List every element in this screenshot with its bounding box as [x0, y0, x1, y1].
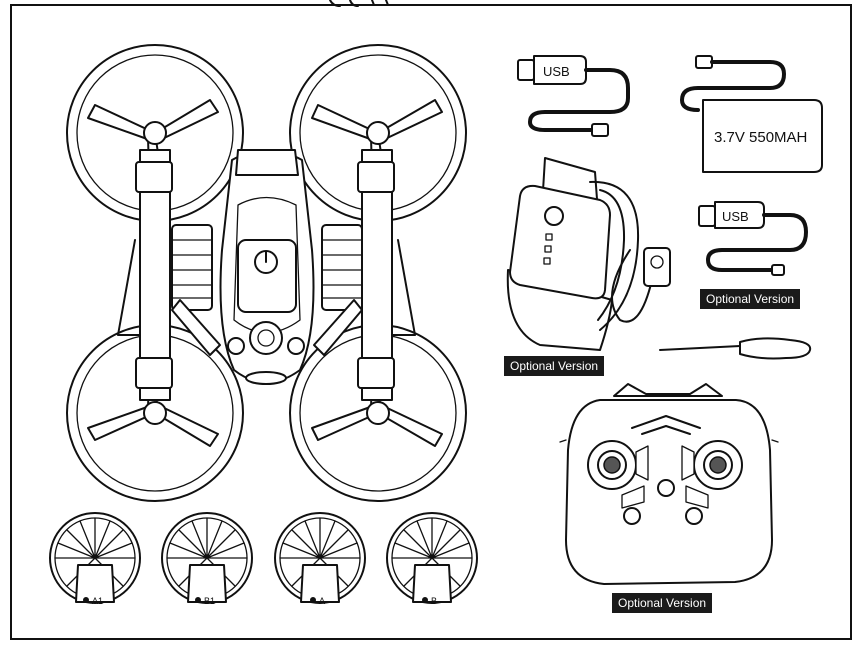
blade-label-b: B	[431, 596, 437, 606]
blade-b1	[161, 512, 253, 604]
camera-lens	[249, 321, 283, 355]
blade-a1	[49, 512, 141, 604]
top-edge-fragment	[329, 0, 389, 7]
left-arm	[139, 149, 171, 401]
blade-a	[274, 512, 366, 604]
blade-label-a1: A1	[92, 596, 103, 606]
smart-watch	[506, 157, 671, 351]
caption-watch-optional: Optional Version	[504, 356, 605, 376]
blade-label-b1: B1	[204, 596, 215, 606]
usb-label-1: USB	[543, 64, 570, 79]
usb-cable-1	[517, 55, 630, 137]
remote-controller	[559, 383, 779, 585]
battery	[680, 55, 823, 173]
drone-illustration	[66, 44, 467, 502]
blade-b	[386, 512, 478, 604]
caption-usb-optional: Optional Version	[700, 289, 801, 309]
watch-clip	[643, 247, 671, 287]
right-connector	[313, 299, 363, 356]
left-connector	[171, 299, 221, 356]
screwdriver	[659, 337, 812, 360]
side-packs	[117, 224, 416, 336]
battery-label: 3.7V 550MAH	[714, 129, 807, 146]
caption-controller-optional: Optional Version	[612, 593, 713, 613]
usb-label-2: USB	[722, 209, 749, 224]
usb-cable-2	[698, 201, 808, 276]
right-arm	[361, 149, 393, 401]
blade-label-a: A	[319, 596, 325, 606]
drone-body	[219, 149, 315, 385]
